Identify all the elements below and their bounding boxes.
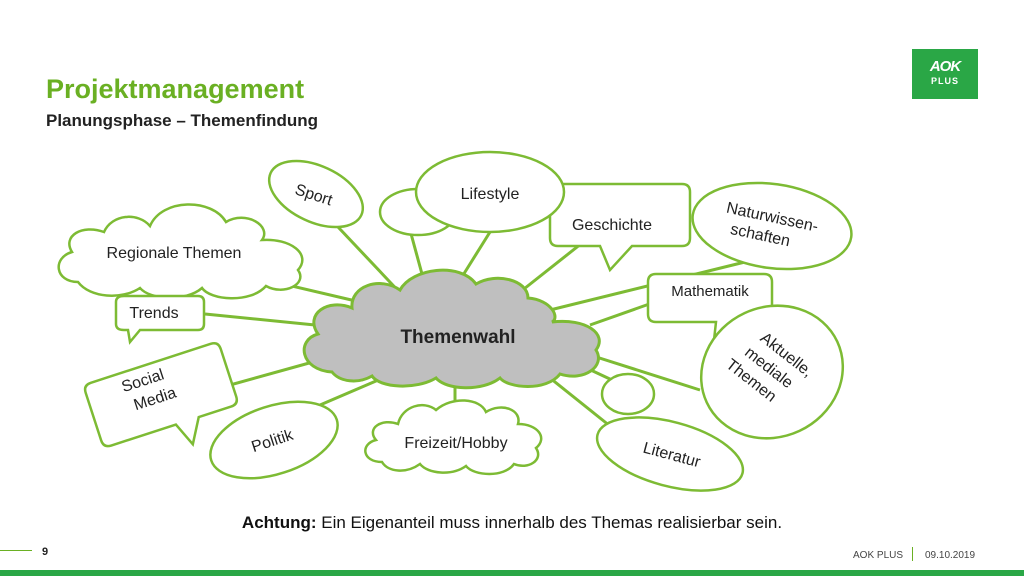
connector-lifestyle (458, 231, 492, 281)
page-subtitle: Planungsphase – Themenfindung (46, 111, 319, 130)
footer-accent-line (0, 550, 32, 551)
footer-separator (912, 547, 913, 561)
oval-aktuelle-themen (699, 304, 845, 440)
footer-date: 09.10.2019 (925, 550, 976, 561)
logo-line-2: PLUS (930, 76, 959, 86)
footer-brand: AOK PLUS (853, 550, 904, 561)
page-title: Projektmanagement (46, 74, 305, 104)
label-themenwahl: Themenwahl (400, 327, 515, 348)
small-circle (600, 372, 656, 416)
oval-politik (209, 400, 339, 480)
label-trends: Trends (129, 305, 178, 322)
warning-text: Ein Eigenanteil muss innerhalb des Thema… (316, 513, 783, 532)
oval-naturwissenschaften (691, 181, 853, 271)
warning-note: Achtung: Ein Eigenanteil muss innerhalb … (0, 513, 1024, 533)
cloud-freizeit-hobby (364, 399, 543, 476)
connector-mathematik (589, 300, 656, 327)
cloud-themenwahl (302, 268, 601, 390)
bubble-social-media (83, 341, 239, 448)
aok-plus-logo: AOK PLUS (912, 49, 978, 99)
connector-trends (204, 312, 316, 327)
warning-label: Achtung: (241, 513, 317, 532)
connector-social-media (229, 358, 321, 387)
connector-aktuelle (589, 353, 701, 392)
page-number: 9 (42, 546, 49, 558)
label-lifestyle: Lifestyle (461, 186, 520, 203)
topic-labels: Themenwahl Sport Lifestyle Geschichte Na… (107, 181, 820, 471)
label-mathematik: Mathematik (671, 283, 749, 300)
topic-shapes (57, 150, 853, 492)
label-regionale-themen: Regionale Themen (107, 245, 242, 262)
bottom-accent-bar (0, 570, 1024, 576)
oval-literatur (595, 416, 745, 492)
bubble-trends (114, 294, 206, 345)
label-geschichte: Geschichte (572, 217, 652, 234)
label-freizeit-hobby: Freizeit/Hobby (404, 435, 507, 452)
logo-line-1: AOK (929, 58, 961, 75)
oval-lifestyle (414, 150, 566, 234)
oval-sport (267, 159, 365, 229)
